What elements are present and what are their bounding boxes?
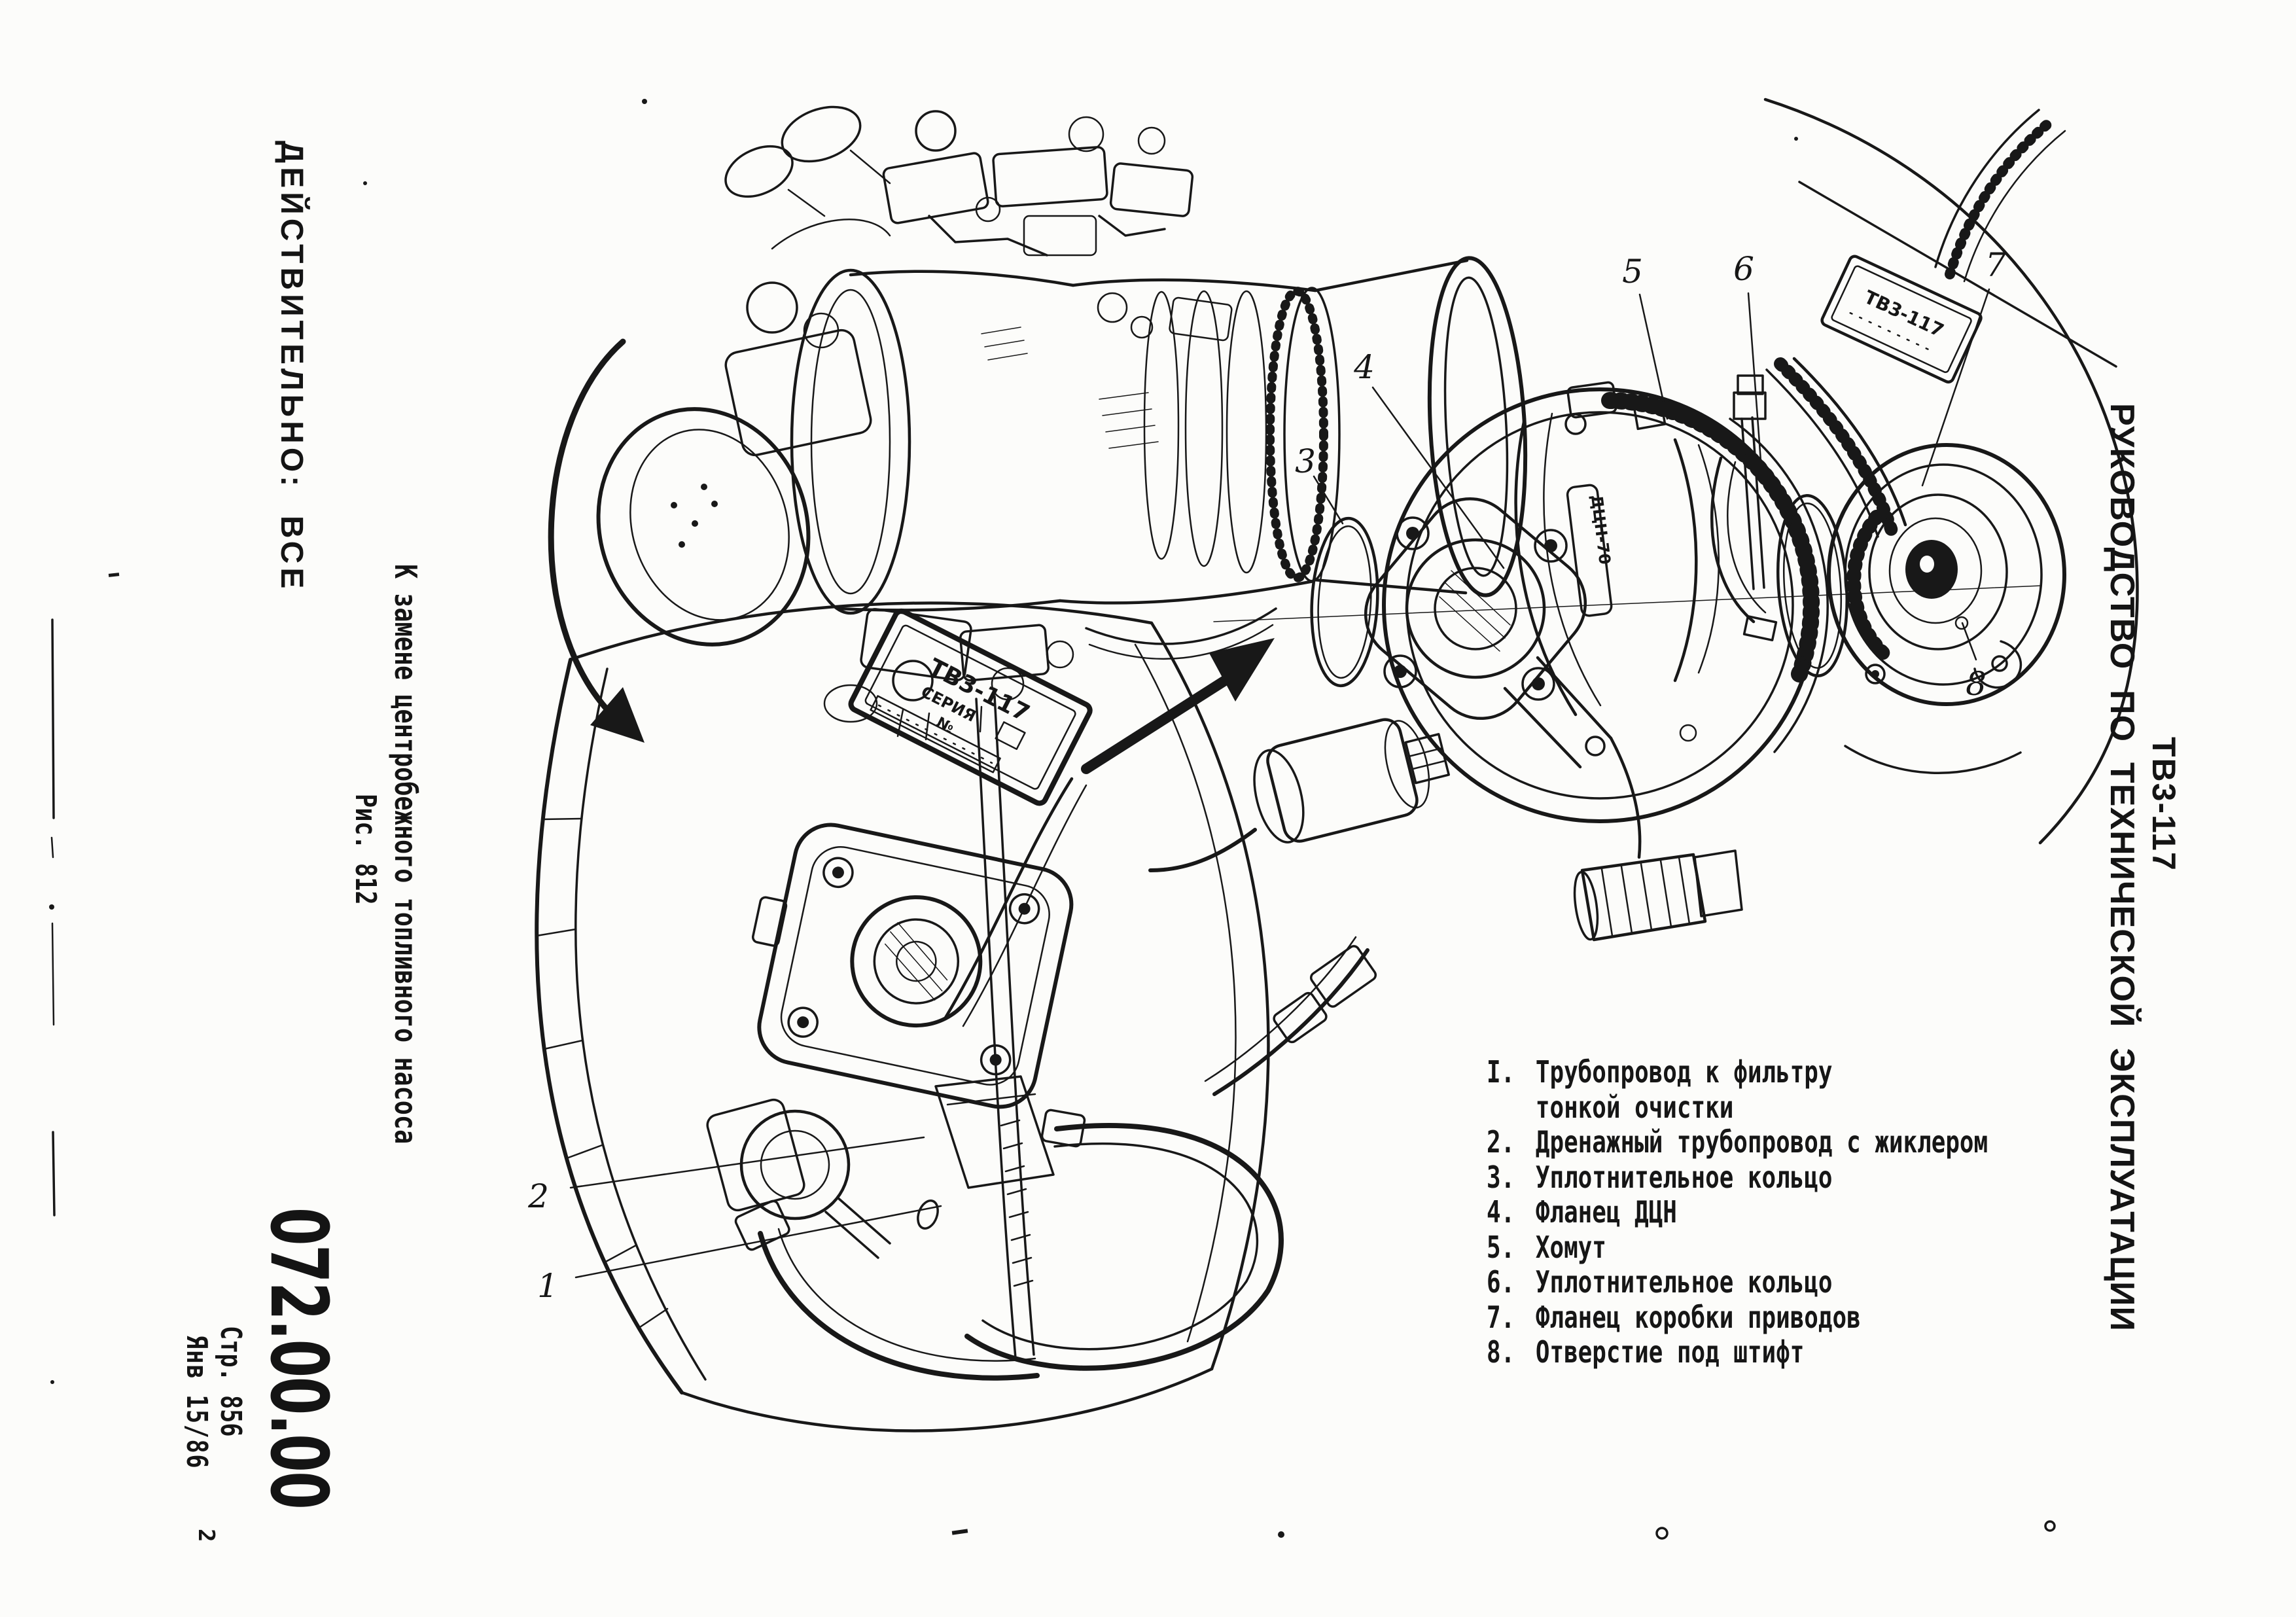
legend-item-5-num: 5.	[1487, 1229, 1515, 1265]
figure-caption: К замене центробежного топливного насоса	[388, 564, 423, 1145]
manual-title-header: РУКОВОДСТВО ПО ТЕХНИЧЕСКОЙ ЭКСПЛУАТАЦИИ	[2103, 403, 2141, 1332]
legend-item-7-text: Фланец коробки приводов	[1535, 1299, 1861, 1335]
pump-label-bar: ДЦН-70	[1566, 484, 1614, 617]
legend-item-7: 7. Фланец коробки приводов	[1487, 1300, 1988, 1336]
legend-item-1-text: Трубопровод к фильтру	[1535, 1054, 1833, 1090]
callout-8: 8	[1966, 665, 1987, 703]
legend-item-2: 2. Дренажный трубопровод с жиклером	[1487, 1124, 1988, 1160]
legend-item-6: 6. Уплотнительное кольцо	[1487, 1264, 1988, 1300]
engine-overview-drawing	[596, 105, 1528, 741]
figure-number: Рис. 812	[349, 794, 382, 905]
legend-item-1-num: I.	[1487, 1054, 1515, 1090]
scan-edge-marks	[49, 573, 120, 1384]
legend-item-7-num: 7.	[1487, 1299, 1515, 1335]
engine-model-header: ТВ3-117	[2146, 737, 2182, 872]
figure-legend: I. Трубопровод к фильтру тонкой очистки …	[1487, 1054, 1988, 1370]
engine-to-detail-arrow	[548, 338, 645, 743]
legend-item-2-num: 2.	[1487, 1124, 1515, 1160]
legend-item-8-num: 8.	[1487, 1334, 1515, 1370]
legend-item-8-text: Отверстие под штифт	[1535, 1334, 1805, 1370]
page-number-label: Стр. 856	[214, 1326, 247, 1437]
legend-item-4-text: Фланец ДЦН	[1535, 1194, 1677, 1230]
detail-to-exploded-arrow	[944, 638, 1275, 1027]
callout-4: 4	[1353, 348, 1375, 386]
legend-item-1-cont-text: тонкой очистки	[1535, 1089, 1734, 1125]
callout-5: 5	[1622, 253, 1643, 291]
callout-7: 7	[1985, 246, 2006, 284]
legend-item-5: 5. Хомут	[1487, 1230, 1988, 1266]
callout-numbers: 1 2 3 4 5 6 7 8	[527, 246, 2006, 1305]
legend-item-2-text: Дренажный трубопровод с жиклером	[1535, 1124, 1988, 1160]
callout-6: 6	[1733, 250, 1754, 288]
callout-1: 1	[537, 1267, 558, 1305]
callout-3: 3	[1295, 442, 1316, 480]
exploded-view-drawing: ДЦН-70	[1213, 98, 2139, 942]
legend-item-5-text: Хомут	[1535, 1229, 1606, 1265]
legend-item-3: 3. Уплотнительное кольцо	[1487, 1160, 1988, 1196]
legend-item-8: 8. Отверстие под штифт	[1487, 1334, 1988, 1370]
scan-specks	[363, 99, 2056, 1540]
callout-2: 2	[527, 1177, 549, 1215]
effectivity-label: ДЕЙСТВИТЕЛЬНО: ВСЕ	[274, 141, 309, 593]
sheet-number: 2	[193, 1529, 219, 1542]
callout-leader-lines	[569, 288, 1990, 1279]
detail-view-drawing: ТВ3-117 СЕРИЯ №	[535, 601, 1450, 1432]
legend-item-4: 4. Фланец ДЦН	[1487, 1194, 1988, 1230]
pump-label-text: ДЦН-70	[1587, 493, 1614, 565]
legend-item-1-cont-num	[1487, 1090, 1536, 1126]
legend-item-3-num: 3.	[1487, 1159, 1515, 1195]
legend-item-6-text: Уплотнительное кольцо	[1535, 1264, 1833, 1300]
legend-item-1-cont: тонкой очистки	[1487, 1090, 1988, 1126]
ata-chapter-number: 072.00.00	[253, 1207, 344, 1509]
legend-item-3-text: Уплотнительное кольцо	[1535, 1159, 1833, 1195]
revision-date-label: Янв 15/86	[180, 1335, 213, 1470]
legend-item-6-num: 6.	[1487, 1264, 1515, 1300]
legend-item-4-num: 4.	[1487, 1194, 1515, 1230]
legend-item-1: I. Трубопровод к фильтру	[1487, 1054, 1988, 1090]
